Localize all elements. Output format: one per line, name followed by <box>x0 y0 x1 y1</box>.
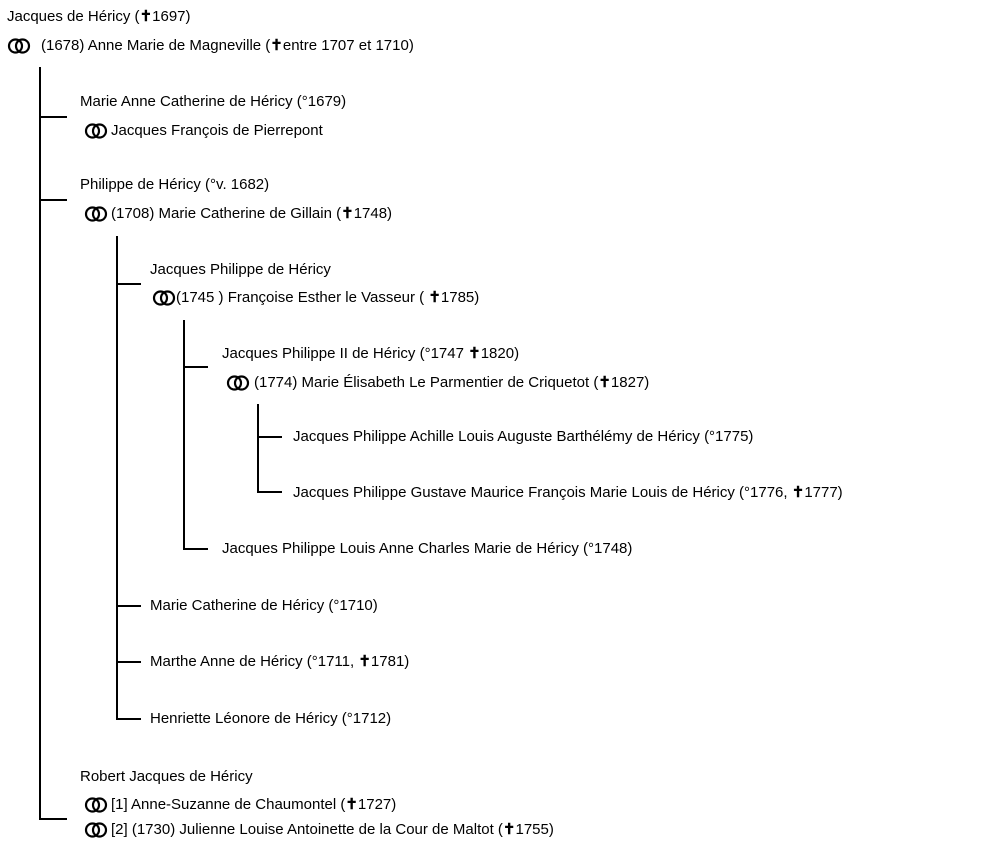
branch-tick-gg1 <box>183 366 208 368</box>
person-name: Marie Anne Catherine de Héricy (°1679) <box>80 93 347 110</box>
person-jacques-philippe-louis: Jacques Philippe Louis Anne Charles Mari… <box>222 540 632 558</box>
death-cross-icon: ✝ <box>428 289 441 306</box>
death-cross-icon: ✝ <box>791 484 805 501</box>
branch-line-c2 <box>116 236 118 720</box>
person-name: Jacques de Héricy ( <box>7 8 140 25</box>
marriage-rings-icon <box>84 797 108 813</box>
death-cross-icon: ✝ <box>345 796 358 813</box>
branch-tick-g2 <box>116 605 141 607</box>
spouse-dates: 1727) <box>357 796 397 813</box>
branch-tick-g4 <box>116 718 141 720</box>
branch-tick-c2 <box>39 199 67 201</box>
spouse-c1: Jacques François de Pierrepont <box>111 122 323 140</box>
person-dates: 1777) <box>804 484 843 501</box>
person-name: Philippe de Héricy (°v. 1682) <box>80 176 270 193</box>
branch-tick-ggg2 <box>257 491 282 493</box>
marriage-rings-icon <box>84 822 108 838</box>
person-philippe: Philippe de Héricy (°v. 1682) <box>80 176 269 194</box>
person-name: Jacques Philippe Louis Anne Charles Mari… <box>222 540 633 557</box>
spouse-name: [1] Anne-Suzanne de Chaumontel ( <box>111 796 346 813</box>
death-cross-icon: ✝ <box>270 37 283 54</box>
branch-tick-gg2 <box>183 548 208 550</box>
spouse-dates: 1748) <box>353 205 393 222</box>
death-cross-icon: ✝ <box>598 374 611 391</box>
person-jacques-philippe: Jacques Philippe de Héricy <box>150 261 331 279</box>
marriage-rings-icon <box>84 123 108 139</box>
person-marthe-anne: Marthe Anne de Héricy (°1711, ✝1781) <box>150 653 409 671</box>
branch-line-g1 <box>183 320 185 550</box>
person-name: Henriette Léonore de Héricy (°1712) <box>150 710 392 727</box>
spouse-name: (1745 ) Françoise Esther le Vasseur ( <box>176 289 429 306</box>
death-cross-icon: ✝ <box>502 821 516 838</box>
spouse-gg1: (1774) Marie Élisabeth Le Parmentier de … <box>254 374 649 392</box>
spouse-dates: 1755) <box>515 821 554 838</box>
person-jacques-philippe-achille: Jacques Philippe Achille Louis Auguste B… <box>293 428 753 446</box>
person-jacques-philippe-ii: Jacques Philippe II de Héricy (°1747 ✝18… <box>222 345 519 363</box>
spouse-name: (1774) Marie Élisabeth Le Parmentier de … <box>254 374 599 391</box>
person-dates: 1781) <box>370 653 410 670</box>
person-marie-anne-catherine: Marie Anne Catherine de Héricy (°1679) <box>80 93 346 111</box>
death-cross-icon: ✝ <box>468 345 481 362</box>
death-cross-icon: ✝ <box>358 653 371 670</box>
person-robert-jacques: Robert Jacques de Héricy <box>80 768 253 786</box>
spouse-c3-first: [1] Anne-Suzanne de Chaumontel (✝1727) <box>111 796 396 814</box>
spouse-c2: (1708) Marie Catherine de Gillain (✝1748… <box>111 205 392 223</box>
person-name: Jacques Philippe Gustave Maurice Françoi… <box>293 484 792 501</box>
person-jacques-philippe-gustave: Jacques Philippe Gustave Maurice Françoi… <box>293 484 843 502</box>
spouse-name: (1678) Anne Marie de Magneville ( <box>41 37 271 54</box>
spouse-name: [2] (1730) Julienne Louise Antoinette de… <box>111 821 503 838</box>
death-cross-icon: ✝ <box>139 8 153 25</box>
death-cross-icon: ✝ <box>341 205 354 222</box>
person-name: Marthe Anne de Héricy (°1711, <box>150 653 359 670</box>
person-name: Robert Jacques de Héricy <box>80 768 253 785</box>
spouse-dates: 1827) <box>610 374 650 391</box>
person-name: Jacques Philippe II de Héricy (°1747 <box>222 345 469 362</box>
marriage-rings-icon <box>152 290 176 306</box>
person-marie-catherine: Marie Catherine de Héricy (°1710) <box>150 597 378 615</box>
person-name: Jacques Philippe Achille Louis Auguste B… <box>293 428 754 445</box>
marriage-rings-icon <box>226 375 250 391</box>
marriage-rings-icon <box>84 206 108 222</box>
branch-tick-c1 <box>39 116 67 118</box>
spouse-name: Jacques François de Pierrepont <box>111 122 323 139</box>
person-dates: 1820) <box>480 345 520 362</box>
spouse-c3-second: [2] (1730) Julienne Louise Antoinette de… <box>111 821 554 839</box>
branch-line-root <box>39 67 41 820</box>
marriage-rings-icon <box>7 38 31 54</box>
spouse-dates: 1785) <box>440 289 480 306</box>
branch-tick-ggg1 <box>257 436 282 438</box>
person-name: Jacques Philippe de Héricy <box>150 261 331 278</box>
person-dates: 1697) <box>152 8 191 25</box>
branch-tick-g3 <box>116 661 141 663</box>
person-root: Jacques de Héricy (✝1697) <box>7 8 191 26</box>
person-name: Marie Catherine de Héricy (°1710) <box>150 597 378 614</box>
branch-tick-c3 <box>39 818 67 820</box>
branch-tick-g1 <box>116 283 141 285</box>
person-henriette-leonore: Henriette Léonore de Héricy (°1712) <box>150 710 391 728</box>
spouse-root: (1678) Anne Marie de Magneville (✝entre … <box>41 37 414 55</box>
spouse-g1: (1745 ) Françoise Esther le Vasseur ( ✝1… <box>176 289 479 307</box>
branch-line-gg1 <box>257 404 259 493</box>
spouse-dates: entre 1707 et 1710) <box>282 37 414 54</box>
spouse-name: (1708) Marie Catherine de Gillain ( <box>111 205 342 222</box>
